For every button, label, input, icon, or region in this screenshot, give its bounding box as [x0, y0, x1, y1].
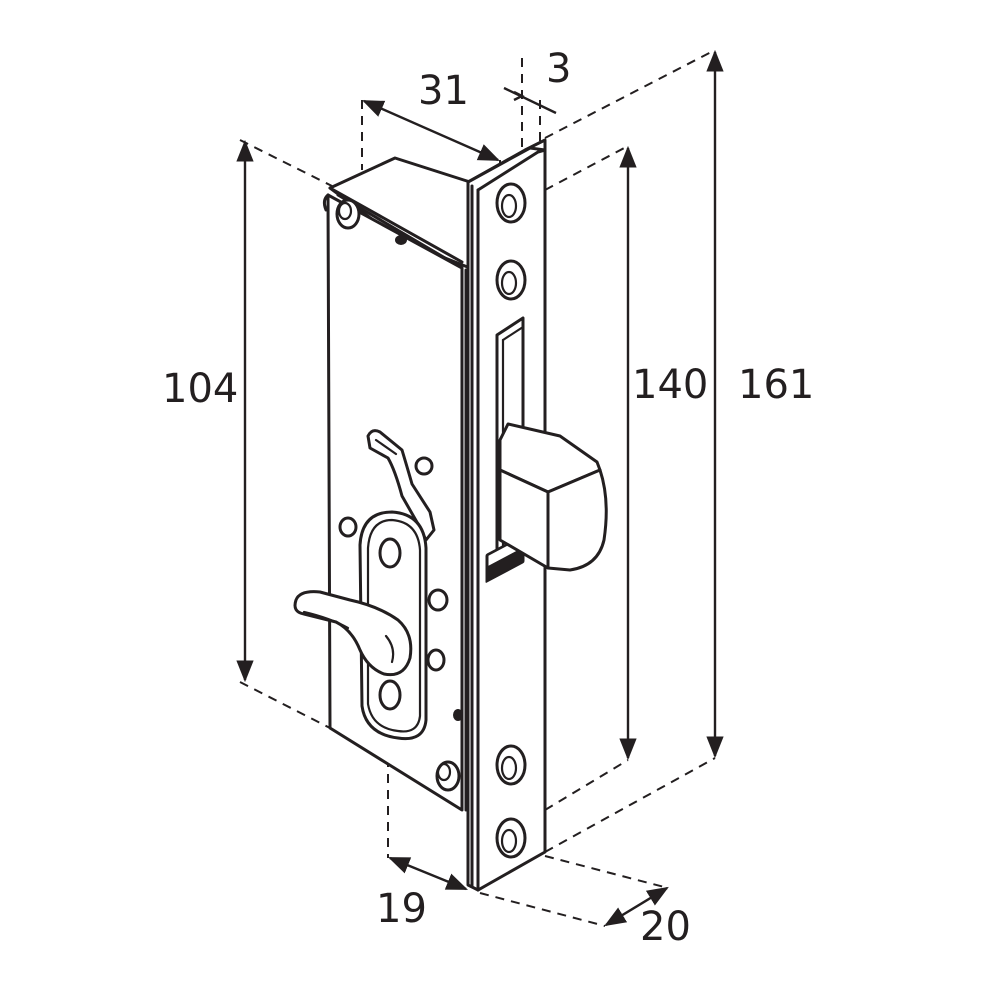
- screw-icon: [335, 198, 361, 230]
- dim-19-label: 19: [376, 886, 427, 932]
- dim-20-label: 20: [640, 904, 691, 950]
- dim-31-line: [362, 99, 500, 162]
- dim-3-label: 3: [546, 46, 571, 92]
- dim-161-label: 161: [738, 362, 814, 408]
- faceplate-holes: [495, 182, 527, 859]
- turn-handle: [293, 590, 413, 677]
- escutcheon-hole-icon: [378, 537, 402, 569]
- hook-bolt: [498, 422, 608, 572]
- case-screws: [335, 198, 463, 792]
- dim-104-label: 104: [162, 366, 238, 412]
- dim-140-label: 140: [632, 362, 708, 408]
- rivet-icon: [414, 456, 434, 476]
- dim-3-line: [503, 86, 557, 115]
- dimension-labels: 104 31 3 140 161 19 20: [162, 46, 814, 950]
- dim-20-line: [604, 886, 669, 927]
- dimension-lines: [236, 49, 724, 927]
- dim-19-line: [387, 856, 469, 891]
- escutcheon-hole-icon: [378, 679, 402, 711]
- dim-31-label: 31: [418, 68, 469, 114]
- spring-lever: [338, 429, 449, 672]
